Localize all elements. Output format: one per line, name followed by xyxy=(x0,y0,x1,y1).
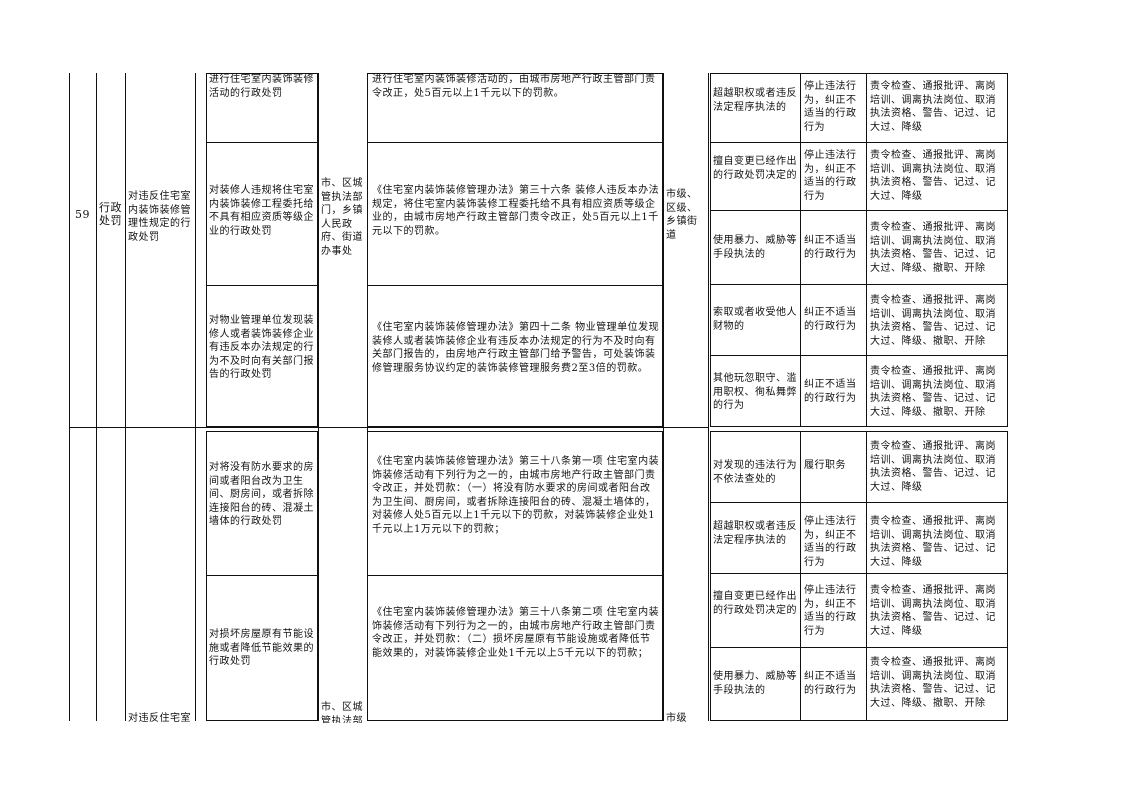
responsibility-penalty: 责令检查、通报批评、离岗培训、调离执法岗位、取消执法资格、警告、记过、记大过、降… xyxy=(870,516,996,568)
enforcement-subject: 市、区城管执法部 xyxy=(321,702,363,723)
responsibility-duty: 停止违法行为，纠正不适当的行政行为 xyxy=(804,81,857,133)
responsibility-penalty: 责令检查、通报批评、离岗培训、调离执法岗位、取消执法资格、警告、记过、记大过、降… xyxy=(870,585,996,637)
responsibility-row-divider xyxy=(710,573,1008,574)
column-divider xyxy=(195,73,196,721)
responsibility-case: 超越职权或者违反法定程序执法的 xyxy=(713,521,797,546)
responsibility-penalty: 责令检查、通报批评、离岗培训、调离执法岗位、取消执法资格、警告、记过、记大过、降… xyxy=(870,366,996,418)
responsibility-row-divider xyxy=(710,502,1008,503)
responsibility-row-divider xyxy=(710,284,1008,285)
responsibility-penalty: 责令检查、通报批评、离岗培训、调离执法岗位、取消执法资格、警告、记过、记大过、降… xyxy=(870,222,996,274)
responsibility-table-59 xyxy=(710,73,1008,427)
sub-item-title: 进行住宅室内装饰装修活动的行政处罚 xyxy=(209,74,314,99)
responsibility-case: 擅自变更已经作出的行政处罚决定的 xyxy=(713,156,797,181)
responsibility-case: 其他玩忽职守、滥用职权、徇私舞弊的行为 xyxy=(713,373,797,411)
responsibility-penalty: 责令检查、通报批评、离岗培训、调离执法岗位、取消执法资格、警告、记过、记大过、降… xyxy=(870,295,996,347)
responsibility-column-divider xyxy=(800,73,801,427)
column-divider xyxy=(318,73,319,721)
sub-item-title: 对物业管理单位发现装修人或者装饰装修企业有违反本办法规定的行为不及时向有关部门报… xyxy=(209,315,314,380)
responsibility-duty: 停止违法行为，纠正不适当的行政行为 xyxy=(804,516,857,568)
responsibility-row-divider xyxy=(710,647,1008,648)
responsibility-table-60 xyxy=(710,431,1008,721)
responsibility-penalty: 责令检查、通报批评、离岗培训、调离执法岗位、取消执法资格、警告、记过、记大过、降… xyxy=(870,441,996,493)
item-number: 59 xyxy=(75,208,90,222)
sub-item-title: 对将没有防水要求的房间或者阳台改为卫生间、厨房间，或者拆除连接阳台的砖、混凝土墙… xyxy=(209,462,314,527)
legal-basis: 《住宅室内装饰装修管理办法》第四十二条 物业管理单位发现装修人或者装饰装修企业有… xyxy=(372,322,660,374)
column-divider xyxy=(96,73,97,721)
legal-basis: 《住宅室内装饰装修管理办法》第三十八条第二项 住宅室内装饰装修活动有下列行为之一… xyxy=(372,607,660,659)
enforcement-subject: 市、区城管执法部门，乡镇人民政府、街道办事处 xyxy=(321,178,363,257)
responsibility-penalty: 责令检查、通报批评、离岗培训、调离执法岗位、取消执法资格、警告、记过、记大过、降… xyxy=(870,657,996,709)
basis-box xyxy=(367,285,663,427)
basis-box xyxy=(367,575,663,721)
responsibility-duty: 停止违法行为，纠正不适当的行政行为 xyxy=(804,150,857,202)
table-border-left xyxy=(69,73,70,721)
responsibility-duty: 停止违法行为，纠正不适当的行政行为 xyxy=(804,585,857,637)
responsibility-row-divider xyxy=(710,142,1008,143)
responsibility-column-divider xyxy=(800,431,801,721)
column-divider xyxy=(708,73,709,721)
responsibility-case: 使用暴力、威胁等手段执法的 xyxy=(713,235,797,260)
item-category: 行政处罚 xyxy=(99,201,122,227)
legal-basis: 进行住宅室内装饰装修活动的，由城市房地产行政主管部门责令改正，处5百元以上1千元… xyxy=(372,74,656,99)
responsibility-case: 对发现的违法行为不依法查处的 xyxy=(713,460,797,485)
sub-item-title: 对损坏房屋原有节能设施或者降低节能效果的行政处罚 xyxy=(209,629,314,667)
item-name: 对违反住宅室 xyxy=(128,713,191,723)
responsibility-duty: 履行职务 xyxy=(804,460,846,471)
row-divider xyxy=(69,427,708,428)
sub-item-box xyxy=(206,575,318,721)
responsibility-penalty: 责令检查、通报批评、离岗培训、调离执法岗位、取消执法资格、警告、记过、记大过、降… xyxy=(870,150,996,202)
responsibility-duty: 纠正不适当的行政行为 xyxy=(804,379,857,404)
legal-basis: 《住宅室内装饰装修管理办法》第三十六条 装修人违反本办法规定，将住宅室内装饰装修… xyxy=(372,185,660,237)
responsibility-duty: 纠正不适当的行政行为 xyxy=(804,671,857,696)
responsibility-column-divider xyxy=(866,431,867,721)
sub-item-title: 对装修人违规将住宅室内装饰装修工程委托给不具有相应资质等级企业的行政处罚 xyxy=(209,185,314,237)
responsibility-case: 索取或者收受他人财物的 xyxy=(713,307,797,332)
item-name: 对违反住宅室内装饰装修管理性规定的行政处罚 xyxy=(128,191,191,243)
responsibility-case: 超越职权或者违反法定程序执法的 xyxy=(713,88,797,113)
column-divider xyxy=(125,73,126,721)
responsibility-case: 使用暴力、威胁等手段执法的 xyxy=(713,671,797,696)
sub-item-box xyxy=(206,285,318,427)
responsibility-row-divider xyxy=(710,355,1008,356)
responsibility-case: 擅自变更已经作出的行政处罚决定的 xyxy=(713,591,797,616)
enforcement-level: 市级、区级、乡镇街道 xyxy=(666,189,698,241)
responsibility-column-divider xyxy=(866,73,867,427)
responsibility-penalty: 责令检查、通报批评、离岗培训、调离执法岗位、取消执法资格、警告、记过、记大过、降… xyxy=(870,81,996,133)
responsibility-duty: 纠正不适当的行政行为 xyxy=(804,235,857,260)
responsibility-row-divider xyxy=(710,210,1008,211)
legal-basis: 《住宅室内装饰装修管理办法》第三十八条第一项 住宅室内装饰装修活动有下列行为之一… xyxy=(372,456,660,535)
column-divider xyxy=(663,73,664,721)
enforcement-level: 市级 xyxy=(666,713,687,723)
responsibility-duty: 纠正不适当的行政行为 xyxy=(804,307,857,332)
